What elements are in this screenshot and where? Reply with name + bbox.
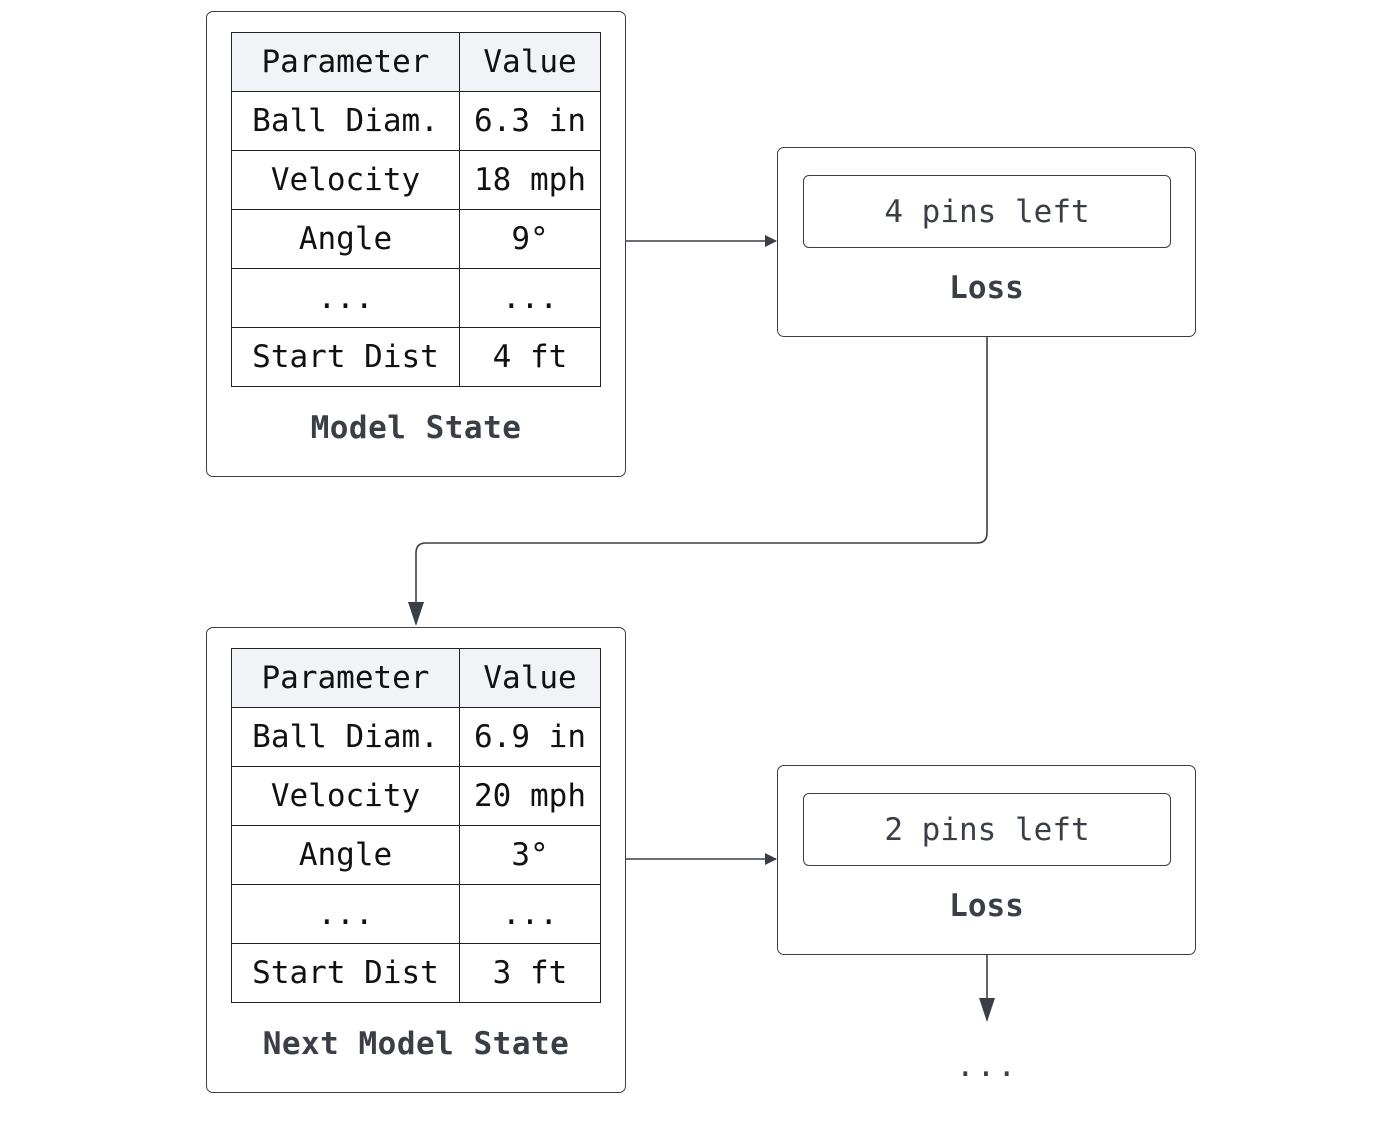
param-value: 6.3 in [459,91,601,151]
param-name: Velocity [231,766,460,826]
param-value: ... [459,884,601,944]
param-value: 3° [459,825,601,885]
param-name: Angle [231,209,460,269]
table-row: ... ... [231,884,601,944]
table-row: Ball Diam. 6.3 in [231,91,601,151]
loss-value-box-1: 4 pins left [803,175,1171,248]
header-parameter: Parameter [231,32,460,92]
header-value: Value [459,32,601,92]
loss-panel-1 [777,147,1196,337]
param-value: 6.9 in [459,707,601,767]
continuation-ellipsis: ... [956,1048,1018,1084]
param-value: ... [459,268,601,328]
param-name: Start Dist [231,943,460,1003]
param-name: Angle [231,825,460,885]
arrow-loss-1-to-next-state [408,337,988,626]
loss-label-2: Loss [949,888,1024,924]
next-model-state-table: Parameter Value Ball Diam. 6.9 in Veloci… [231,648,601,1003]
table-row: ... ... [231,268,601,328]
param-name: Ball Diam. [231,707,460,767]
param-name: Start Dist [231,327,460,387]
next-model-state-title: Next Model State [262,1026,570,1062]
table-row: Velocity 20 mph [231,766,601,826]
param-name: ... [231,884,460,944]
param-value: 20 mph [459,766,601,826]
header-value: Value [459,648,601,708]
param-value: 4 ft [459,327,601,387]
header-parameter: Parameter [231,648,460,708]
table-row: Start Dist 3 ft [231,943,601,1003]
table-row: Start Dist 4 ft [231,327,601,387]
loss-value-box-2: 2 pins left [803,793,1171,866]
param-name: Velocity [231,150,460,210]
model-state-title: Model State [310,410,522,446]
param-name: ... [231,268,460,328]
loss-panel-2 [777,765,1196,955]
loss-label-1: Loss [949,270,1024,306]
table-row: Ball Diam. 6.9 in [231,707,601,767]
model-state-table: Parameter Value Ball Diam. 6.3 in Veloci… [231,32,601,387]
table-row: Angle 3° [231,825,601,885]
table-row: Velocity 18 mph [231,150,601,210]
table-row: Angle 9° [231,209,601,269]
param-name: Ball Diam. [231,91,460,151]
param-value: 3 ft [459,943,601,1003]
param-value: 18 mph [459,150,601,210]
param-value: 9° [459,209,601,269]
